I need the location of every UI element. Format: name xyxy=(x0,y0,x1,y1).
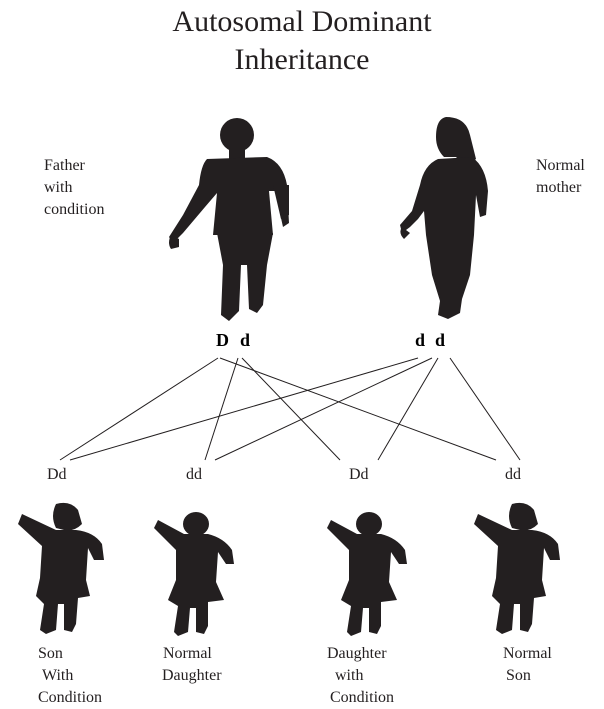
cross-line xyxy=(377,357,439,461)
mother-label-line-2: mother xyxy=(536,179,582,196)
cross-line xyxy=(59,357,219,461)
offspring-3-label-line-1: Daughter xyxy=(327,645,387,662)
father-label-line-2: with xyxy=(44,179,73,196)
mother-allele-1: d xyxy=(415,330,426,350)
cross-line xyxy=(69,357,419,461)
offspring-3-genotype: Dd xyxy=(349,466,369,483)
cross-line xyxy=(241,357,341,461)
cross-line xyxy=(204,357,239,461)
normal-daughter-silhouette xyxy=(154,512,234,636)
mother-allele-2: d xyxy=(435,330,446,350)
cross-line xyxy=(214,357,433,461)
offspring-1-label-line-1: Son xyxy=(38,645,63,662)
offspring-4-genotype: dd xyxy=(505,466,521,483)
son-with-condition-silhouette xyxy=(18,502,104,634)
offspring-3-label-line-2: with xyxy=(335,667,364,684)
father-label-line-1: Father xyxy=(44,157,85,174)
father-allele-2: d xyxy=(240,330,251,350)
mother-label-line-1: Normal xyxy=(536,157,585,174)
diagram-title-line-1: Autosomal Dominant xyxy=(172,5,432,38)
offspring-3-label-line-3: Condition xyxy=(330,689,395,706)
daughter-with-condition-silhouette xyxy=(327,512,407,636)
mother-silhouette xyxy=(400,117,488,319)
offspring-4-label-line-1: Normal xyxy=(503,645,552,662)
offspring-2-genotype: dd xyxy=(186,466,202,483)
offspring-4-label-line-2: Son xyxy=(506,667,531,684)
offspring-1-label-line-3: Condition xyxy=(38,689,103,706)
normal-son-silhouette xyxy=(474,502,560,634)
offspring-2-label-line-2: Daughter xyxy=(162,667,222,684)
offspring-1-genotype: Dd xyxy=(47,466,67,483)
father-allele-1: D xyxy=(216,330,229,350)
diagram-title-line-2: Inheritance xyxy=(234,43,370,76)
father-label-line-3: condition xyxy=(44,201,105,218)
cross-line xyxy=(219,357,497,461)
father-silhouette xyxy=(169,118,289,321)
offspring-1-label-line-2: With xyxy=(42,667,74,684)
offspring-2-label-line-1: Normal xyxy=(163,645,212,662)
cross-line xyxy=(449,357,521,461)
